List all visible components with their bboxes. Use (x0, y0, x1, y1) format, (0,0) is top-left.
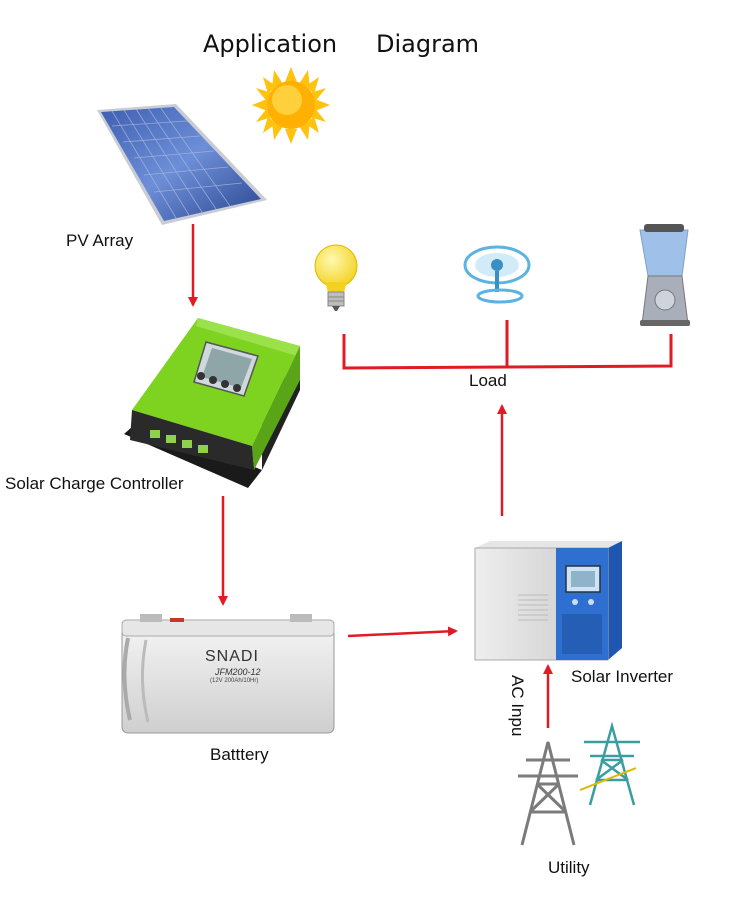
pv-array-label: PV Array (66, 231, 134, 250)
charge-controller-label: Solar Charge Controller (5, 474, 184, 493)
battery-rating: (12V 200Ah/10Hr) (210, 678, 259, 684)
inverter-label: Solar Inverter (571, 667, 674, 686)
battery-label: Batttery (210, 745, 269, 764)
charge-controller-icon (124, 318, 300, 488)
battery-brand: SNADI (205, 648, 259, 665)
sun-icon (252, 67, 330, 144)
arrow-battery-to-inverter (347, 626, 458, 638)
ac-input-label: AC Inpu (508, 675, 527, 737)
fan-icon (463, 245, 531, 304)
utility-label: Utility (548, 858, 590, 877)
title-application: Application (203, 30, 338, 58)
power-tower-icon (518, 721, 640, 846)
battery-model: JFM200-12 (215, 667, 261, 677)
inverter-icon (474, 541, 622, 661)
load-bus (342, 320, 673, 370)
solar-panel-icon (97, 104, 267, 225)
light-bulb-icon (314, 244, 358, 311)
load-label: Load (469, 371, 507, 390)
title-diagram: Diagram (376, 30, 480, 58)
battery-icon (121, 614, 335, 734)
blender-icon (639, 224, 690, 326)
